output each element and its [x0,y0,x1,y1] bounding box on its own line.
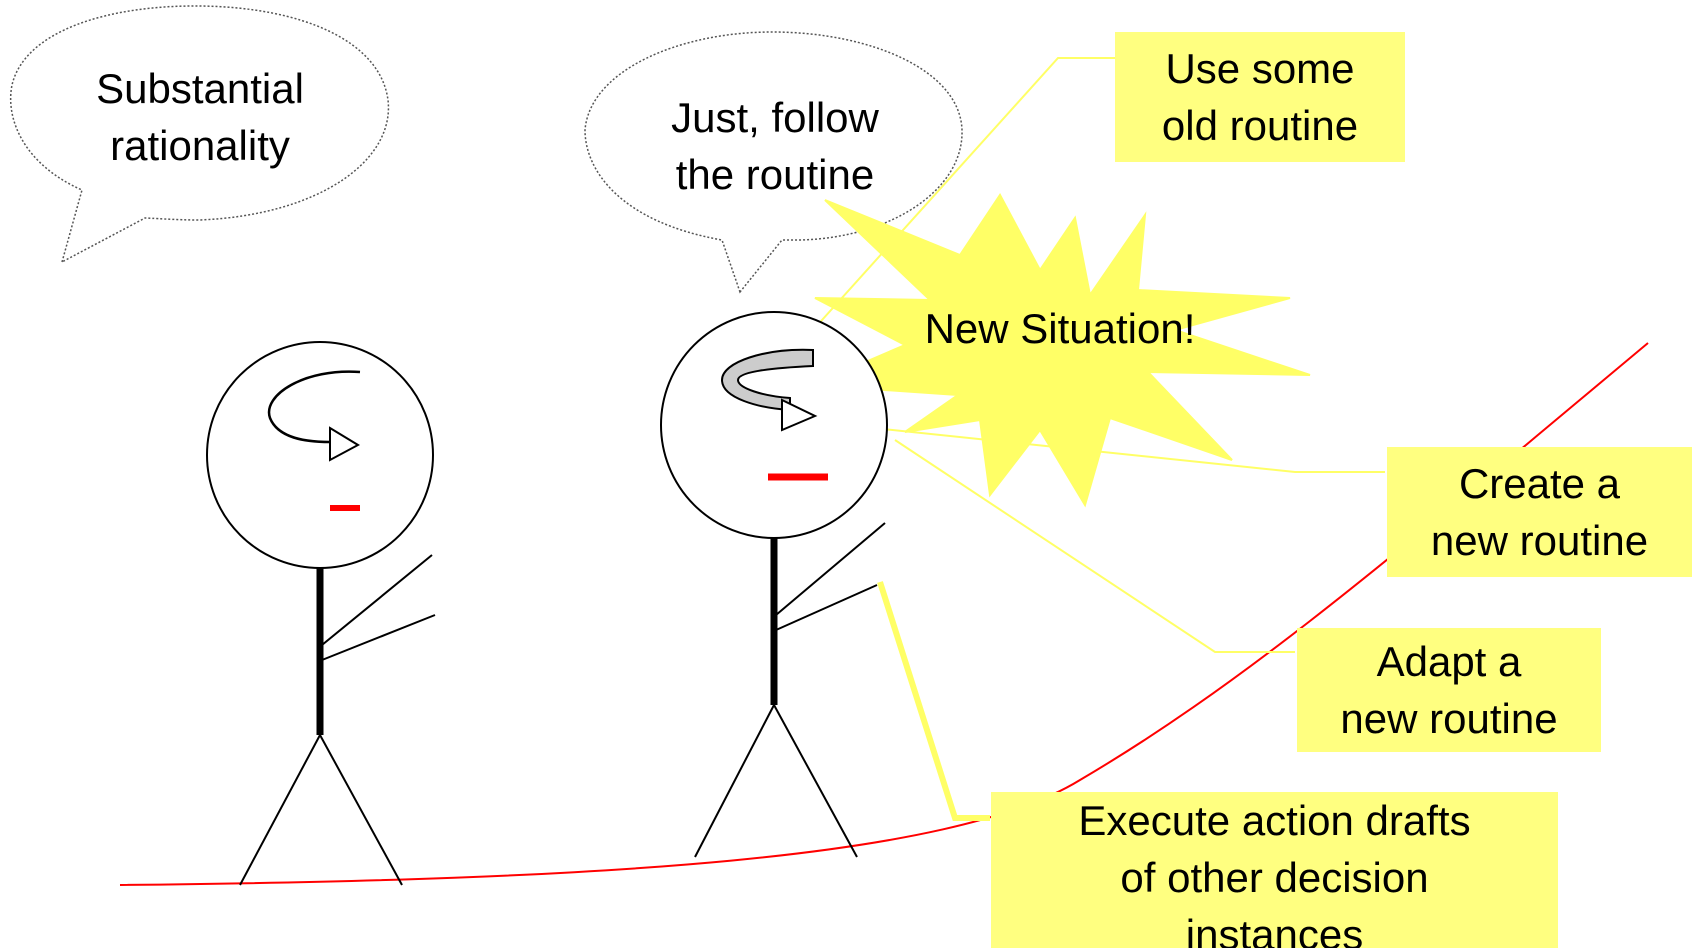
bubble-left-text: Substantial rationality [60,60,340,174]
bubble-left-line-1: Substantial [96,65,304,112]
note-adapt-routine: Adapt a new routine [1297,628,1601,752]
note-old-routine-line-2: old routine [1161,102,1359,149]
note-create-routine-line-2: new routine [1430,517,1649,564]
stick-figure-left [206,341,436,886]
arm-lower-left [321,614,436,661]
leg-right-a [694,704,775,858]
note-execute-drafts-line-3: instances [1185,911,1364,948]
note-create-routine-line-1: Create a [1458,460,1621,507]
bubble-right-text: Just, follow the routine [635,89,915,203]
arm-lower-right [775,584,878,631]
leg-left-a [239,734,321,886]
routine-arrow-icon [267,370,361,444]
connector-create-routine [844,424,1385,473]
new-situation-burst [811,193,1311,508]
note-old-routine: Use some old routine [1115,32,1405,162]
note-execute-drafts-line-2: of other decision [1120,854,1429,901]
note-adapt-routine-line-2: new routine [1340,695,1558,742]
head-right [660,311,888,539]
note-old-routine-line-1: Use some [1165,45,1355,92]
leg-right-b [773,704,858,858]
ribbon-arrowhead-icon [781,398,818,432]
speech-bubble-left [9,5,390,264]
stick-figure-right [660,311,888,858]
new-situation-label: New Situation! [924,305,1196,352]
bubble-right-line-2: the routine [675,151,875,198]
arm-upper-right [775,522,886,616]
connector-execute-drafts [877,581,990,821]
arm-upper-left [321,554,433,646]
bubble-right-line-1: Just, follow [671,94,879,141]
note-adapt-routine-line-1: Adapt a [1376,638,1522,685]
note-execute-drafts: Execute action drafts of other decision … [991,792,1558,948]
bubble-left-line-2: rationality [110,122,290,169]
note-execute-drafts-line-1: Execute action drafts [1078,797,1471,844]
note-create-routine: Create a new routine [1387,447,1692,577]
leg-left-b [319,734,403,886]
head-left [206,341,434,569]
connector-adapt-routine [894,439,1295,653]
routine-arrowhead-icon [329,426,361,462]
